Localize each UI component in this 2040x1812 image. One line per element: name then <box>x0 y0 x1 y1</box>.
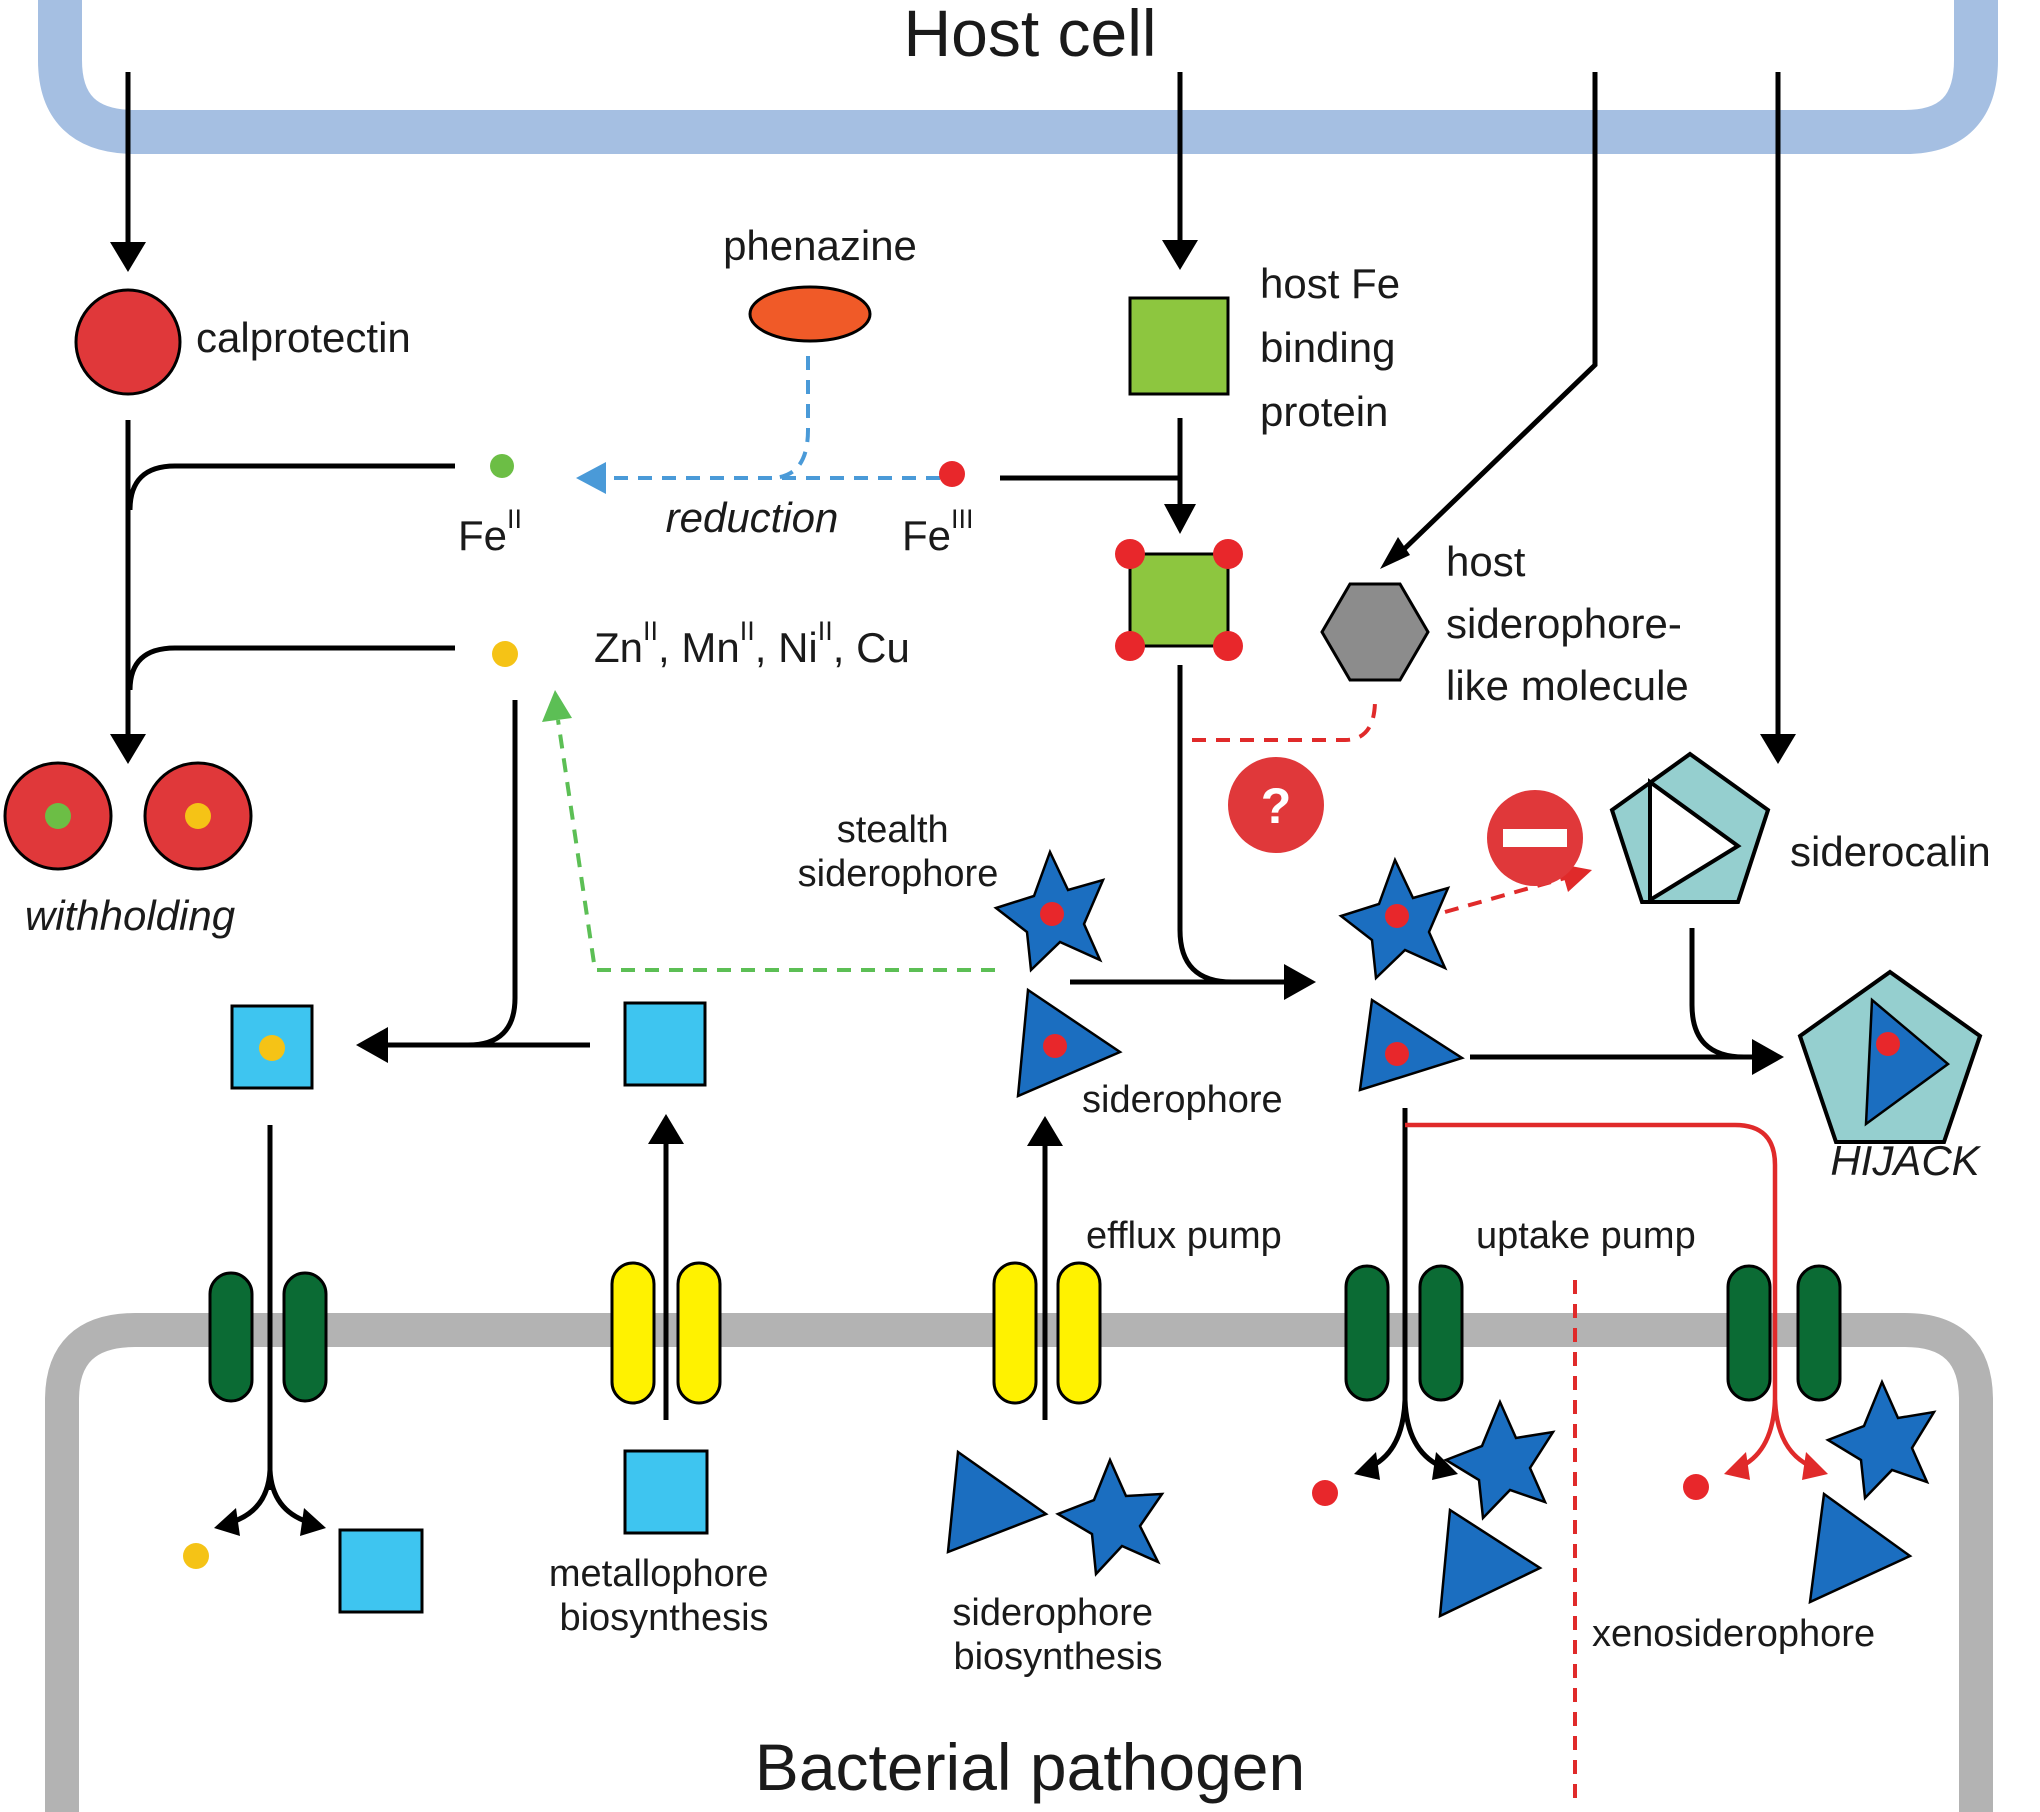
efflux-pump-label: efflux pump <box>1086 1215 1282 1257</box>
calprotectin-label: calprotectin <box>196 314 411 361</box>
xeno-released-fe-dot <box>1683 1474 1709 1500</box>
siderophore-efflux-pump <box>992 1261 1102 1405</box>
xenosiderophore-label: xenosiderophore <box>1592 1613 1875 1655</box>
metal-list-label: ZnII, MnII, NiII, Cu <box>594 616 910 671</box>
released-stealth-siderophore-icon <box>1443 1398 1556 1521</box>
metallophore-capture-arrows <box>356 700 590 1063</box>
withholding-label: withholding <box>25 892 235 939</box>
host-siderophore-like-label: host siderophore- like molecule <box>1446 538 1693 709</box>
siderophore-merge-arrows <box>1070 665 1316 1000</box>
released-metallophore-icon <box>338 1528 424 1614</box>
host-fe-binding-protein-label: host Fe binding protein <box>1260 260 1412 435</box>
siderophore-biosynthesis-label: siderophore biosynthesis <box>952 1592 1163 1678</box>
metallophore-uptake-channel <box>208 1271 328 1403</box>
reduction-arrow <box>576 356 940 494</box>
secretion-arrows <box>648 1114 1063 1420</box>
phenazine-label: phenazine <box>723 222 917 269</box>
block-icon <box>1487 790 1583 886</box>
metallophore-icon <box>623 1001 707 1087</box>
withholding-arrows <box>110 420 455 764</box>
host-cell-label: Host cell <box>903 0 1156 70</box>
fe-ii-label: FeII <box>458 504 522 559</box>
released-fe-dot <box>1312 1480 1338 1506</box>
released-zn-dot <box>183 1543 209 1569</box>
host-protein-fe-complex <box>1115 539 1243 661</box>
siderophore-icon <box>1016 987 1123 1098</box>
xenosiderophore-uptake-arrows <box>1405 1122 1828 1480</box>
uptake-pump-label: uptake pump <box>1476 1215 1696 1257</box>
siderocalin-label: siderocalin <box>1790 828 1991 875</box>
hijack-arrows <box>1470 928 1784 1075</box>
zn-dot <box>492 641 518 667</box>
xenosiderophore-uptake-pump <box>1726 1264 1842 1402</box>
siderocalin-siderophore-complex-icon <box>1797 969 1983 1144</box>
metallophore-export-arrow <box>542 690 995 972</box>
host-release-arrows <box>110 72 1796 764</box>
metallophore-biosynthesis-icon <box>623 1449 709 1535</box>
siderophore-fe-icon <box>1358 997 1465 1092</box>
fe-ii-dot <box>490 454 514 478</box>
fe-iii-dot <box>939 461 965 487</box>
biosynthesis-siderophore-icon <box>946 1449 1049 1554</box>
svg-text:?: ? <box>1261 778 1292 834</box>
stealth-siderophore-label: stealth siderophore <box>798 809 999 895</box>
siderophore-label: siderophore <box>1082 1079 1283 1121</box>
released-siderophore-icon <box>1438 1507 1543 1619</box>
xenosiderophore-icon <box>1808 1491 1913 1605</box>
hijack-label: HIJACK <box>1830 1137 1981 1184</box>
phenazine-icon <box>748 285 872 343</box>
host-cell-membrane <box>37 0 1998 154</box>
siderocalin-icon <box>1609 751 1771 904</box>
xeno-stealth-siderophore-icon <box>1825 1378 1937 1501</box>
bacterial-pathogen-label: Bacterial pathogen <box>755 1730 1305 1804</box>
calprotectin-icon <box>74 288 182 396</box>
siderophore-uptake-arrows <box>1354 1108 1458 1480</box>
siderophore-uptake-pump <box>1344 1264 1464 1402</box>
reduction-label: reduction <box>666 494 839 541</box>
biosynthesis-stealth-siderophore-icon <box>1055 1456 1165 1577</box>
host-fe-binding-protein-icon <box>1128 296 1230 396</box>
fe-iii-label: FeIII <box>902 504 974 559</box>
question-icon: ? <box>1228 757 1324 853</box>
metallophore-biosynthesis-label: metallophore biosynthesis <box>549 1553 779 1639</box>
metallophore-zn-complex <box>230 1004 314 1090</box>
metallophore-efflux-pump <box>610 1261 722 1405</box>
host-siderophore-like-icon <box>1320 582 1430 682</box>
metallophore-uptake-arrows <box>214 1125 326 1536</box>
fe-to-host-protein-arrow <box>1000 418 1196 534</box>
withholding-complexes <box>3 761 253 871</box>
stealth-link <box>1192 699 1377 742</box>
